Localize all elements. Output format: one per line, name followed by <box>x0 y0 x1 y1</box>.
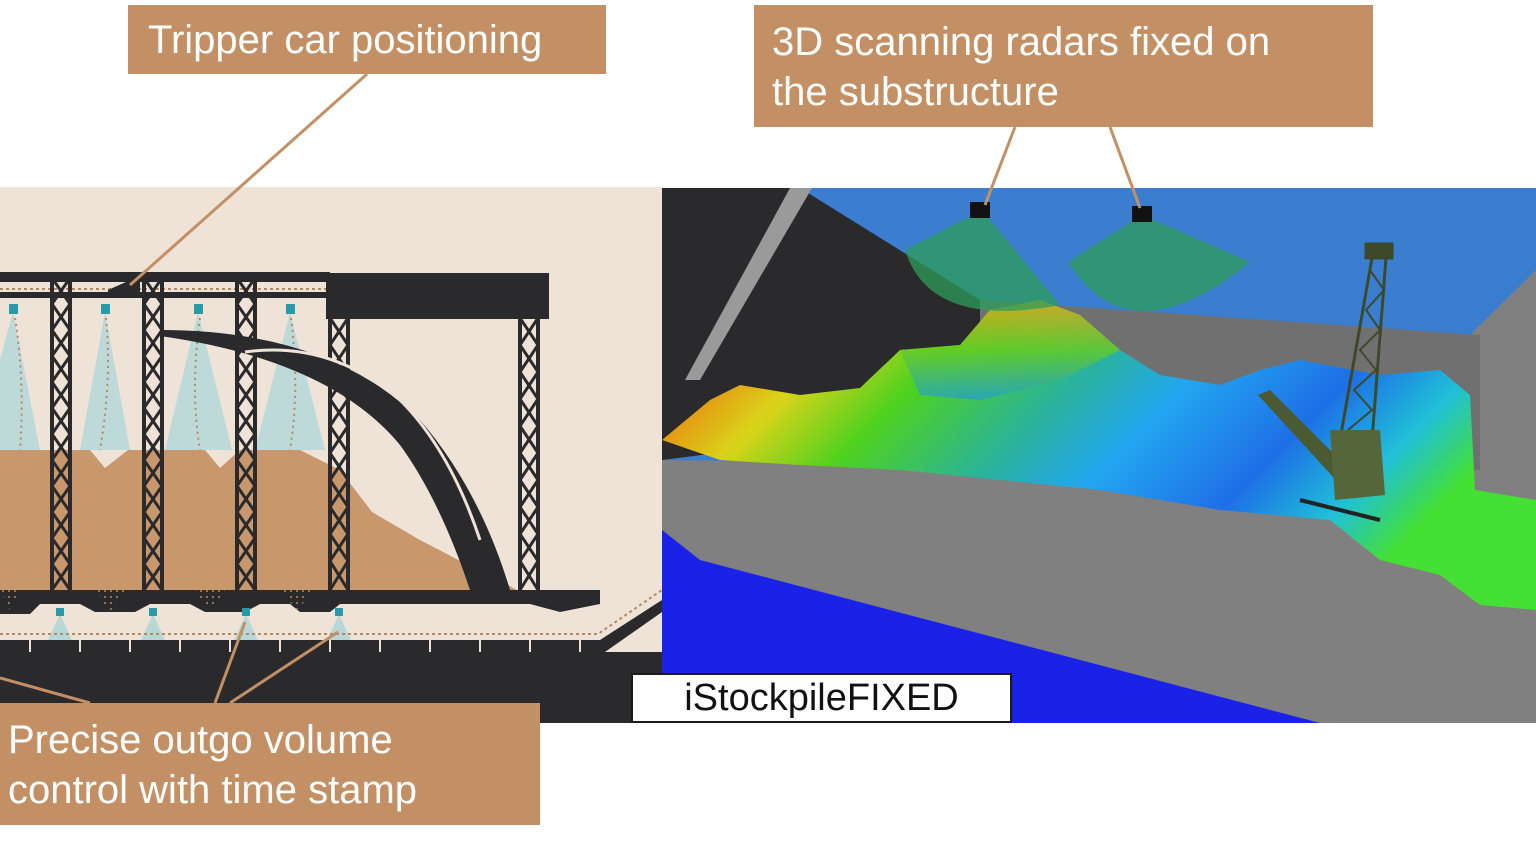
callout-outgo-line1: Precise outgo volume <box>8 718 393 762</box>
radar-sensor-icon <box>1132 206 1152 222</box>
callout-radars: 3D scanning radars fixed on the substruc… <box>754 5 1373 127</box>
top-sensors <box>9 304 295 314</box>
stockpile-heatmap <box>662 300 1536 610</box>
radar-sensors <box>905 202 1250 311</box>
level-sensor-icon <box>56 608 64 616</box>
level-sensor-icon <box>286 304 295 314</box>
radar-sensor-icon <box>970 202 990 218</box>
level-sensor-icon <box>242 608 250 616</box>
stacker-boom <box>160 330 510 590</box>
level-sensor-icon <box>194 304 203 314</box>
stockpile <box>0 450 520 592</box>
level-sensor-icon <box>149 608 157 616</box>
level-sensor-icon <box>9 304 18 314</box>
callout-outgo-volume: Precise outgo volume control with time s… <box>0 703 540 825</box>
left-callout-lines <box>0 72 368 705</box>
level-sensor-icon <box>335 608 343 616</box>
callout-radars-line2: the substructure <box>772 70 1059 114</box>
stacker-reclaimer-icon <box>1258 242 1394 522</box>
storage-hall-illustration <box>0 187 663 723</box>
callout-radars-line1: 3D scanning radars fixed on <box>772 20 1271 64</box>
reclaim-hoppers <box>0 590 600 614</box>
sensor-beams-top <box>0 312 325 450</box>
level-sensor-icon <box>101 304 110 314</box>
reclaim-material <box>0 590 312 612</box>
callout-tripper-car: Tripper car positioning <box>128 5 606 74</box>
callout-outgo-line2: control with time stamp <box>8 768 418 812</box>
product-name-badge: iStockpileFIXED <box>631 673 1012 723</box>
stacker-cabin <box>326 273 549 319</box>
scan-3d-view <box>662 126 1536 723</box>
callout-lines <box>983 126 1142 209</box>
callout-tripper-text: Tripper car positioning <box>148 18 543 62</box>
foundation-ticks <box>29 640 581 652</box>
top-conveyor <box>0 272 330 282</box>
top-conveyor-rail <box>0 292 330 298</box>
